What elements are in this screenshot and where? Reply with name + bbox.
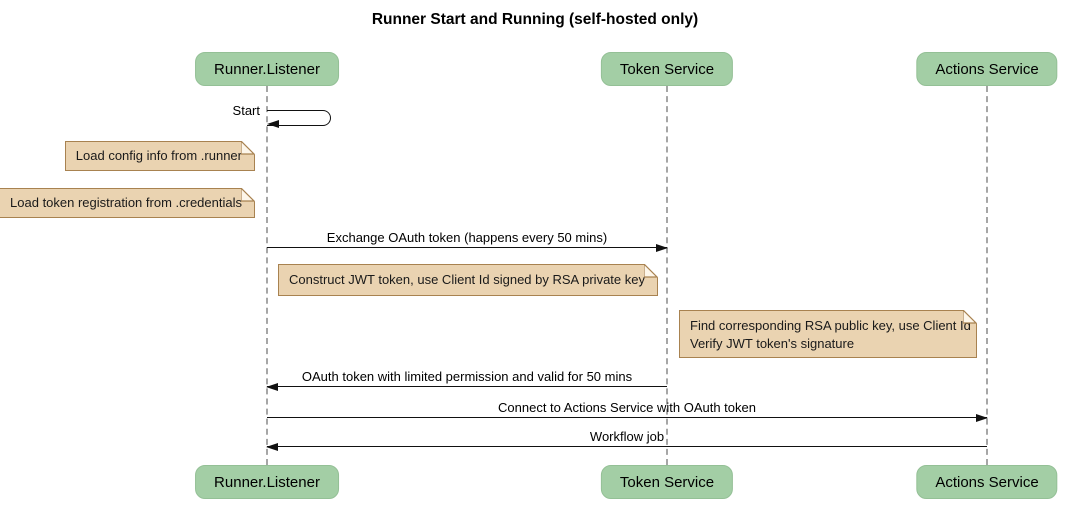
lifeline-token-service <box>666 86 668 465</box>
note-text-line1: Find corresponding RSA public key, use C… <box>690 318 971 333</box>
message-workflow-job: Workflow job <box>266 429 987 451</box>
note-load-token-registration: Load token registration from .credential… <box>0 188 255 218</box>
diagram-title: Runner Start and Running (self-hosted on… <box>371 11 699 28</box>
note-text: Load config info from .runner <box>75 148 242 163</box>
note-fold-icon <box>963 310 977 324</box>
note-verify-jwt: Find corresponding RSA public key, use C… <box>679 310 977 358</box>
message-exchange-oauth: Exchange OAuth token (happens every 50 m… <box>267 230 668 252</box>
arrowhead-left-icon <box>267 120 279 128</box>
arrowhead-right-icon <box>976 414 988 422</box>
participant-actions-service-top: Actions Service <box>916 52 1058 86</box>
lifeline-runner-listener <box>266 86 268 465</box>
lifeline-actions-service <box>986 86 988 465</box>
participant-token-service-top: Token Service <box>600 52 734 86</box>
message-line <box>267 417 987 418</box>
note-fold-icon <box>644 264 658 278</box>
message-start-label: Start <box>232 103 260 118</box>
message-line <box>267 446 987 447</box>
message-label: Exchange OAuth token (happens every 50 m… <box>326 230 608 245</box>
participant-token-service-bottom: Token Service <box>600 465 734 499</box>
note-fold-icon <box>241 188 255 202</box>
note-fold-icon <box>241 141 255 155</box>
message-start-self-loop <box>267 110 331 126</box>
message-oauth-token-return: OAuth token with limited permission and … <box>266 369 667 391</box>
note-text: Load token registration from .credential… <box>10 195 242 210</box>
note-text: Construct JWT token, use Client Id signe… <box>289 272 645 287</box>
message-label: OAuth token with limited permission and … <box>301 369 633 384</box>
message-label: Workflow job <box>589 429 665 444</box>
note-text-line2: Verify JWT token's signature <box>690 336 855 351</box>
message-label: Connect to Actions Service with OAuth to… <box>498 400 756 415</box>
message-line <box>267 247 667 248</box>
message-connect-actions: Connect to Actions Service with OAuth to… <box>267 400 988 422</box>
arrowhead-right-icon <box>656 244 668 252</box>
arrowhead-left-icon <box>266 443 278 451</box>
note-load-config: Load config info from .runner <box>64 141 255 171</box>
participant-runner-listener-bottom: Runner.Listener <box>195 465 339 499</box>
participant-runner-listener-top: Runner.Listener <box>195 52 339 86</box>
note-construct-jwt: Construct JWT token, use Client Id signe… <box>278 264 658 296</box>
participant-actions-service-bottom: Actions Service <box>916 465 1058 499</box>
message-line <box>267 386 667 387</box>
arrowhead-left-icon <box>266 383 278 391</box>
